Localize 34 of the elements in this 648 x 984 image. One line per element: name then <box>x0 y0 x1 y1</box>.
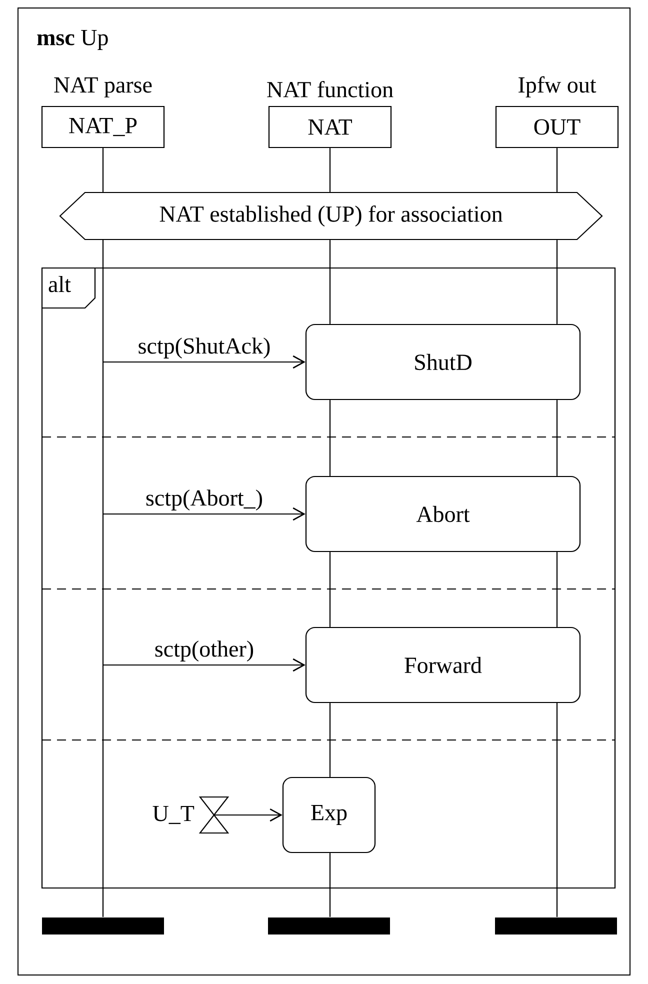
instance-box: OUT <box>495 106 619 148</box>
instance-name: NAT function <box>267 80 394 98</box>
lifeline <box>556 552 558 627</box>
lifeline <box>329 240 331 324</box>
message-label: sctp(Abort_) <box>146 490 262 510</box>
lifeline <box>556 148 558 192</box>
message-label: sctp(ShutAck) <box>138 338 270 358</box>
lifeline <box>102 148 104 192</box>
lifeline <box>329 552 331 627</box>
action-box: ShutD <box>305 324 581 400</box>
end-bar <box>495 918 617 934</box>
lifeline <box>329 148 331 192</box>
lifeline <box>329 853 331 917</box>
lifeline <box>556 703 558 917</box>
lifeline <box>329 703 331 777</box>
condition-hexagon: NAT established (UP) for association <box>59 192 603 240</box>
message-arrow <box>103 507 306 521</box>
lifeline <box>556 240 558 324</box>
end-bar <box>42 918 164 934</box>
end-bar <box>268 918 390 934</box>
instance-name: NAT parse <box>54 77 152 98</box>
message-arrow <box>103 355 306 369</box>
action-box: Forward <box>305 626 581 704</box>
message-arrow <box>103 658 306 672</box>
instance-box: NAT_P <box>41 106 165 148</box>
action-box: Exp <box>282 776 376 854</box>
instance-name: Ipfw out <box>518 76 596 98</box>
message-label: sctp(other) <box>155 640 254 662</box>
diagram-title: msc Up <box>37 30 108 50</box>
lifeline <box>329 400 331 476</box>
lifeline <box>102 240 104 917</box>
action-box: Abort <box>305 476 581 552</box>
lifeline <box>556 400 558 476</box>
instance-box: NAT <box>268 106 392 148</box>
